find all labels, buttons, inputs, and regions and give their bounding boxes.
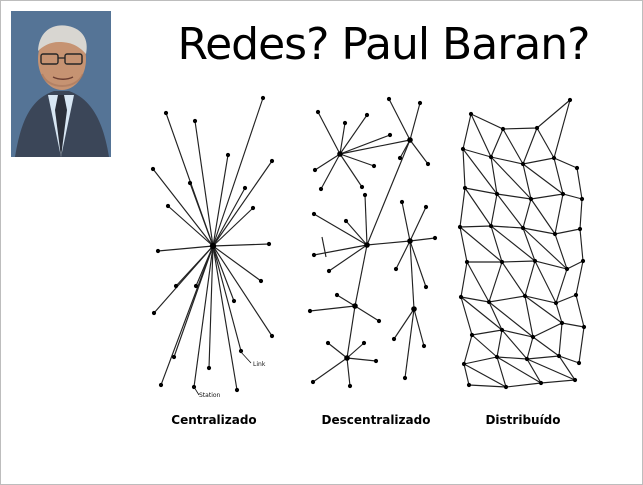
centralized-network-nodes [150,95,275,393]
portrait-mouth [52,76,74,80]
portrait-hair [38,25,87,54]
distributed-network-diagram [457,97,587,390]
portrait-chin-shadow [41,73,84,87]
regional-hub-node [337,151,343,157]
glasses-left-lens [40,53,59,65]
regional-hub-node [344,355,350,361]
station-annotation-pointer [193,386,200,396]
decentralized-network-links [309,98,436,387]
decentralized-network-label: Descentralizado [321,413,431,427]
text-cursor-icon [321,236,327,258]
centralized-network-label: Centralizado [171,413,257,427]
regional-hub-node [352,303,358,309]
regional-hub-node [364,242,370,248]
decentralized-network-nodes [307,96,438,389]
regional-hub-node [407,238,413,244]
decentralized-network-diagram [307,96,438,389]
central-hub-node [209,242,217,250]
distributed-network-label: Distribuído [485,413,561,427]
paul-baran-portrait [11,11,111,157]
slide-title: Redes? Paul Baran? [177,19,591,70]
link-annotation-pointer [239,350,252,364]
station-annotation-label: Station [199,392,221,399]
portrait-tie [55,95,67,157]
centralized-network-links [152,97,273,391]
centralized-network-diagram: Link Station [150,95,275,399]
glasses-right-lens [64,53,83,65]
regional-hub-node [407,137,413,143]
regional-hub-node [411,306,417,312]
distributed-network-nodes [457,97,587,390]
distributed-network-links [459,99,585,388]
link-annotation-label: Link [253,361,266,368]
